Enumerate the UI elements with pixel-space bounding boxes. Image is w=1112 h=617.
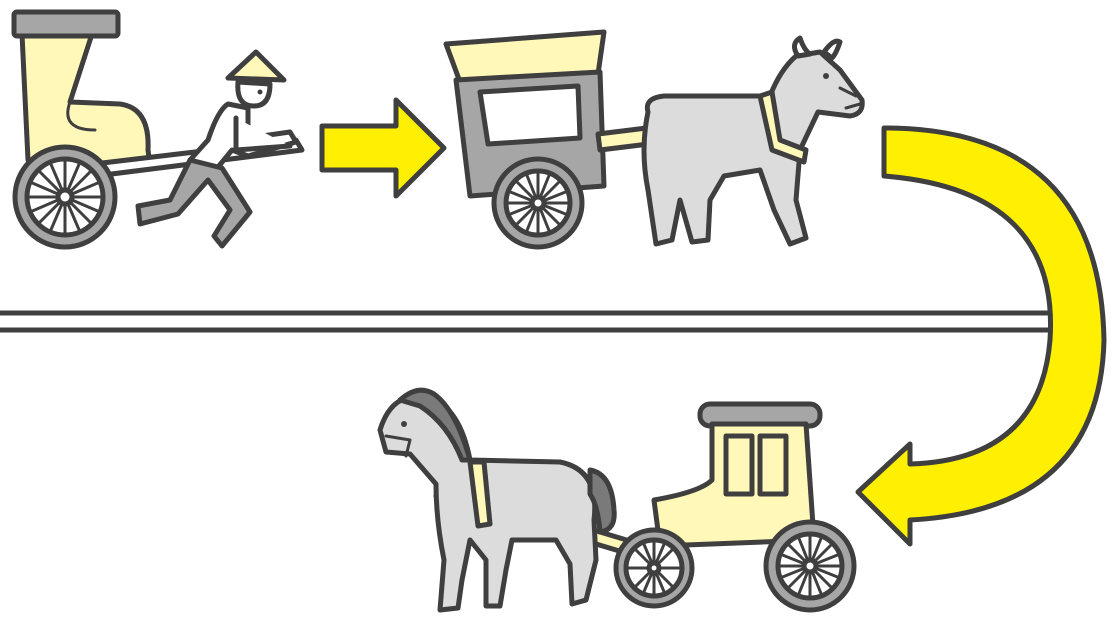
rickshaw-wheel	[15, 147, 115, 247]
curved-arrow-icon	[858, 128, 1104, 544]
double-line-divider	[0, 313, 1080, 330]
arrow-right-icon	[322, 100, 444, 196]
carriage-front-wheel	[616, 530, 692, 606]
ox-cart-wheel	[494, 159, 582, 247]
rickshaw-icon	[14, 12, 302, 247]
ox-figure	[644, 38, 862, 244]
ox-cart-icon	[446, 32, 862, 247]
runner-figure	[138, 52, 296, 246]
horse-figure	[380, 390, 614, 610]
carriage-rear-wheel	[766, 522, 854, 610]
horse-carriage-icon	[380, 390, 854, 610]
